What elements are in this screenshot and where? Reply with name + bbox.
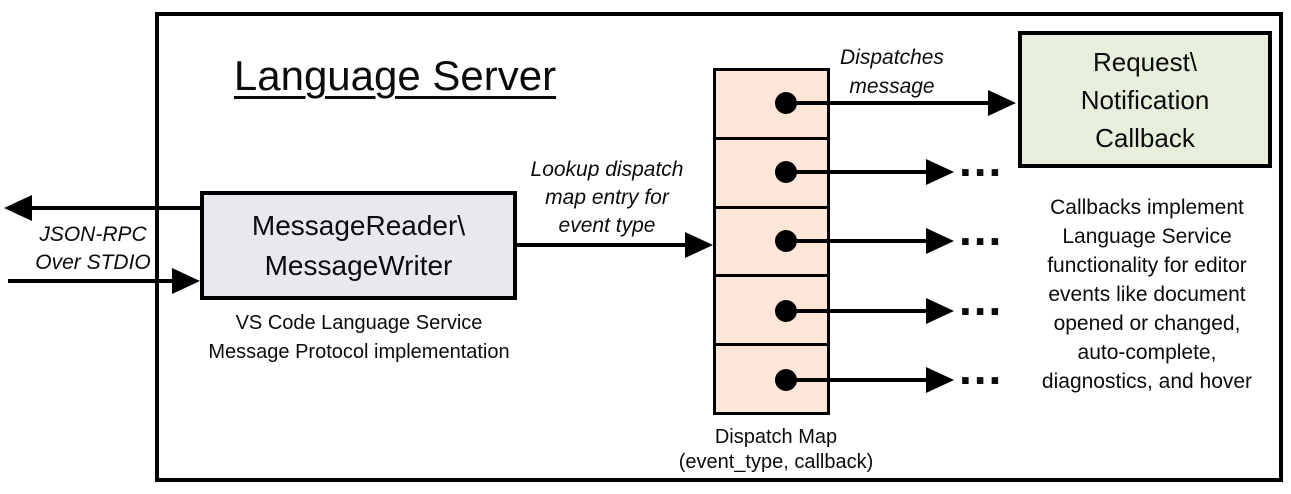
arrow-dispatch-line: [786, 101, 989, 105]
lookup-label: Lookup dispatch map entry for event type: [530, 158, 684, 237]
arrow-callback-line: [786, 170, 927, 174]
message-reader-writer-box: MessageReader\ MessageWriter: [200, 191, 517, 300]
callback-box-caption: Callbacks implement Language Service fun…: [1041, 196, 1253, 393]
message-box-caption: VS Code Language Service Message Protoco…: [208, 312, 510, 363]
dispatch-map-caption: Dispatch Map (event_type, callback): [678, 426, 874, 473]
arrow-dispatch-head-icon: [988, 90, 1016, 116]
dispatch-map-cell: [716, 71, 827, 140]
dispatch-map-cell: [716, 277, 827, 347]
diagram-title: Language Server: [233, 52, 557, 99]
arrow-lookup-line: [517, 243, 687, 247]
arrow-lookup-head-icon: [685, 232, 713, 258]
arrow-callback-line: [786, 378, 927, 382]
arrow-callback-line: [786, 309, 927, 313]
dispatches-label: Dispatches message: [840, 46, 944, 98]
arrow-stdio-out-line: [28, 206, 200, 210]
arrow-stdio-in-line: [8, 279, 174, 283]
dispatch-map-cell: [716, 209, 827, 278]
request-notification-callback-box: Request\ Notification Callback: [1018, 31, 1272, 168]
more-callbacks-ellipsis: ...: [959, 273, 1004, 325]
language-server-container-box: [155, 12, 1283, 482]
io-arrow-label: JSON-RPC Over STDIO: [35, 223, 151, 274]
arrow-stdio-in-head-icon: [172, 268, 200, 294]
arrow-callback-head-icon: [926, 159, 954, 185]
more-callbacks-ellipsis: ...: [959, 203, 1004, 255]
arrow-callback-line: [786, 239, 927, 243]
arrow-callback-head-icon: [926, 367, 954, 393]
dispatch-map-cell: [716, 140, 827, 209]
more-callbacks-ellipsis: ...: [959, 342, 1004, 394]
arrow-callback-head-icon: [926, 298, 954, 324]
arrow-callback-head-icon: [926, 228, 954, 254]
arrow-stdio-out-head-icon: [4, 195, 32, 221]
more-callbacks-ellipsis: ...: [959, 134, 1004, 186]
